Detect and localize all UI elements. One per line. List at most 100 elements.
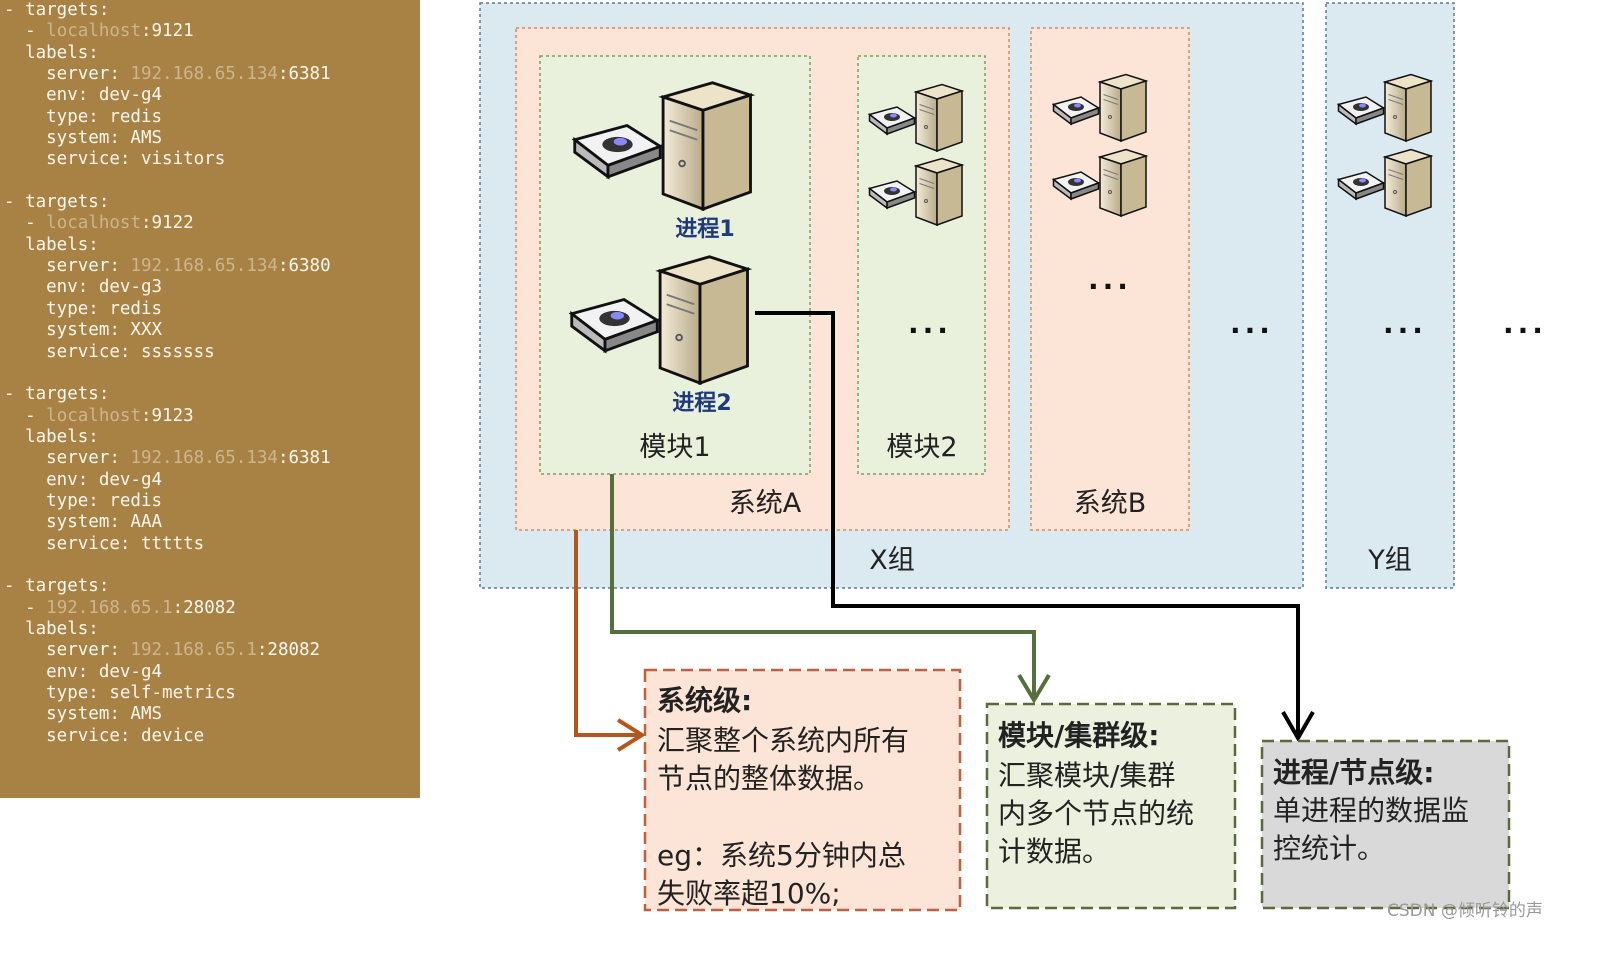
code-text: :6381 <box>277 64 331 85</box>
code-text: system: AMS <box>4 704 163 725</box>
code-line: env: dev-g3 <box>0 276 420 298</box>
code-text: service: visitors <box>4 149 226 170</box>
system-level-box: 系统级: 汇聚整个系统内所有 节点的整体数据。 eg：系统5分钟内总 失败率超1… <box>643 668 962 912</box>
code-line: server: 192.168.65.134:6381 <box>0 447 420 469</box>
code-line: system: AAA <box>0 511 420 533</box>
watermark: CSDN @倾听铃的声 <box>1387 901 1543 921</box>
code-line: labels: <box>0 42 420 64</box>
code-text: server: <box>4 256 131 277</box>
code-line: - localhost:9121 <box>0 20 420 42</box>
process-level-title: 进程/节点级: <box>1273 756 1434 789</box>
process-level-arrow <box>755 311 1300 736</box>
system-level-example: 失败率超10%; <box>657 877 841 910</box>
code-text: server: <box>4 448 131 469</box>
code-host: localhost <box>46 213 141 234</box>
code-line: server: 192.168.65.134:6381 <box>0 63 420 85</box>
code-text: service: ttttts <box>4 533 205 554</box>
ellipsis: ··· <box>1383 314 1427 347</box>
system-a-label: 系统A <box>729 488 802 519</box>
code-text: :9123 <box>140 405 194 426</box>
module-level-arrow <box>610 474 1036 698</box>
code-line: - localhost:9123 <box>0 405 420 427</box>
code-line: env: dev-g4 <box>0 469 420 491</box>
process-level-box: 进程/节点级: 单进程的数据监 控统计。 <box>1260 739 1511 910</box>
code-text: - targets: <box>4 384 110 405</box>
code-text: labels: <box>4 42 99 63</box>
process-level-text: 单进程的数据监 <box>1273 794 1469 827</box>
code-host: localhost <box>46 21 141 42</box>
system-level-text: 节点的整体数据。 <box>657 762 881 795</box>
code-line: - 192.168.65.1:28082 <box>0 597 420 619</box>
code-text: system: XXX <box>4 320 163 341</box>
code-line: service: ttttts <box>0 533 420 555</box>
code-text: env: dev-g3 <box>4 277 163 298</box>
code-text: - targets: <box>4 192 110 213</box>
ellipsis: ··· <box>1088 270 1132 303</box>
code-text: system: AMS <box>4 128 163 149</box>
code-text: - <box>4 405 47 426</box>
code-line: - targets: <box>0 575 420 597</box>
module-level-title: 模块/集群级: <box>998 719 1159 752</box>
module-level-box: 模块/集群级: 汇聚模块/集群 内多个节点的统 计数据。 <box>985 702 1237 910</box>
process-level-text: 控统计。 <box>1273 832 1385 865</box>
group-y-label: Y组 <box>1367 545 1412 576</box>
code-text: type: redis <box>4 490 163 511</box>
code-text: - <box>4 597 47 618</box>
code-line: env: dev-g4 <box>0 84 420 106</box>
code-text: - <box>4 213 47 234</box>
code-line: type: self-metrics <box>0 682 420 704</box>
code-text: service: device <box>4 725 205 746</box>
arrowhead-icon <box>616 718 646 752</box>
system-level-example: eg：系统5分钟内总 <box>657 839 906 872</box>
system-level-text: 汇聚整个系统内所有 <box>657 724 909 757</box>
code-text: labels: <box>4 234 99 255</box>
code-host: 192.168.65.1 <box>46 597 173 618</box>
code-line: system: AMS <box>0 703 420 725</box>
code-line: - targets: <box>0 383 420 405</box>
code-text: env: dev-g4 <box>4 469 163 490</box>
ellipsis: ··· <box>1230 314 1274 347</box>
system-level-arrow <box>574 530 640 737</box>
code-host: 192.168.65.134 <box>130 256 278 277</box>
code-line: labels: <box>0 618 420 640</box>
code-text: labels: <box>4 426 99 447</box>
code-text: env: dev-g4 <box>4 85 163 106</box>
code-host: 192.168.65.134 <box>130 64 278 85</box>
module-level-text: 内多个节点的统 <box>998 797 1194 830</box>
process-1-label: 进程1 <box>675 217 734 242</box>
code-text: :6381 <box>277 448 331 469</box>
code-text: server: <box>4 64 131 85</box>
ellipsis: ··· <box>1503 314 1547 347</box>
code-line: type: redis <box>0 490 420 512</box>
module-1-label: 模块1 <box>639 432 710 463</box>
code-text: type: redis <box>4 106 163 127</box>
arrowhead-icon <box>1281 711 1315 743</box>
code-line: service: sssssss <box>0 341 420 363</box>
code-line: - targets: <box>0 191 420 213</box>
code-line: service: device <box>0 725 420 747</box>
code-text: type: redis <box>4 298 163 319</box>
code-text: - <box>4 21 47 42</box>
code-host: 192.168.65.134 <box>130 448 278 469</box>
module-2-label: 模块2 <box>886 432 957 463</box>
code-line: service: visitors <box>0 148 420 170</box>
code-line: server: 192.168.65.134:6380 <box>0 255 420 277</box>
code-line: system: AMS <box>0 127 420 149</box>
code-text: server: <box>4 640 131 661</box>
code-text: :9121 <box>140 21 194 42</box>
code-text: type: self-metrics <box>4 683 236 703</box>
code-text: :28082 <box>256 640 321 661</box>
code-text: - targets: <box>4 576 110 597</box>
code-line: labels: <box>0 234 420 256</box>
code-text: - targets: <box>4 0 110 20</box>
code-host: localhost <box>46 405 141 426</box>
code-text: :6380 <box>277 256 331 277</box>
code-line: server: 192.168.65.1:28082 <box>0 639 420 661</box>
code-text: service: sssssss <box>4 341 215 362</box>
code-line: - localhost:9122 <box>0 212 420 234</box>
group-x-label: X组 <box>869 545 915 576</box>
arrowhead-icon <box>1017 673 1051 704</box>
module-level-text: 计数据。 <box>998 835 1110 868</box>
code-text: labels: <box>4 618 99 639</box>
